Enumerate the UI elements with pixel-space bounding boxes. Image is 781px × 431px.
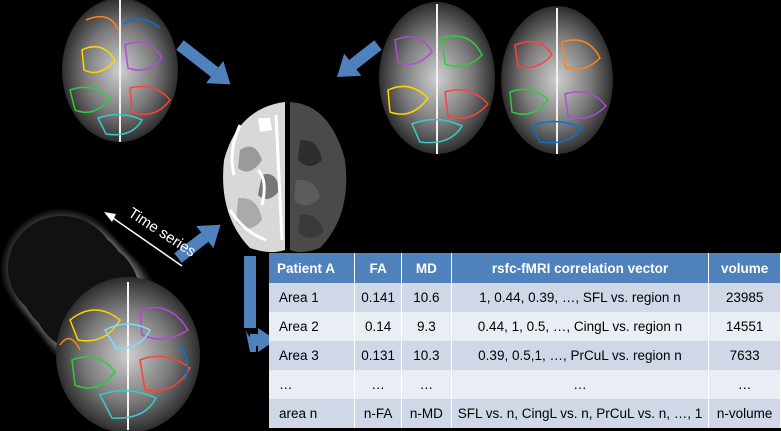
cell-md: … bbox=[401, 370, 452, 399]
cell-volume: 23985 bbox=[708, 283, 781, 312]
cell-correlation: … bbox=[451, 370, 710, 399]
cell-fa: … bbox=[354, 370, 403, 399]
header-md: MD bbox=[401, 253, 452, 283]
table-header-row: Patient A FA MD rsfc-fMRI correlation ve… bbox=[269, 253, 781, 283]
cell-volume: n-volume bbox=[708, 399, 781, 428]
table-row: Area 3 0.131 10.3 0.39, 0.5,1, …, PrCuL … bbox=[269, 341, 781, 370]
cell-fa: 0.141 bbox=[354, 283, 403, 312]
cell-fa: 0.131 bbox=[354, 341, 403, 370]
cell-fa: n-FA bbox=[354, 399, 403, 428]
cell-volume: 14551 bbox=[708, 312, 781, 341]
table-row: … … … … … bbox=[269, 370, 781, 399]
arrow-elbow-to-table bbox=[244, 256, 276, 352]
cell-area: Area 2 bbox=[269, 312, 356, 341]
cell-area: Area 1 bbox=[269, 283, 356, 312]
parcellation-brain-top-right-1 bbox=[379, 2, 495, 154]
cell-area: … bbox=[269, 370, 356, 399]
fmri-brain-slice bbox=[56, 277, 200, 431]
cell-md: n-MD bbox=[401, 399, 452, 428]
cell-correlation: 1, 0.44, 0.39, …, SFL vs. region n bbox=[451, 283, 710, 312]
cell-volume: … bbox=[708, 370, 781, 399]
header-volume: volume bbox=[708, 253, 781, 283]
arrows bbox=[174, 40, 382, 352]
patient-feature-table: Patient A FA MD rsfc-fMRI correlation ve… bbox=[269, 253, 781, 428]
header-patient: Patient A bbox=[269, 253, 356, 283]
cell-area: area n bbox=[269, 399, 356, 428]
table-row: area n n-FA n-MD SFL vs. n, CingL vs. n,… bbox=[269, 399, 781, 428]
cell-correlation: 0.44, 1, 0.5, …, CingL vs. region n bbox=[451, 312, 710, 341]
cell-correlation: SFL vs. n, CingL vs. n, PrCuL vs. n, …, … bbox=[451, 399, 710, 428]
parcellation-brain-top-left bbox=[62, 0, 178, 142]
cell-md: 10.3 bbox=[401, 341, 452, 370]
cell-area: Area 3 bbox=[269, 341, 356, 370]
table-row: Area 2 0.14 9.3 0.44, 1, 0.5, …, CingL v… bbox=[269, 312, 781, 341]
arrow-top-right bbox=[337, 40, 382, 78]
cell-md: 9.3 bbox=[401, 312, 452, 341]
cell-fa: 0.14 bbox=[354, 312, 403, 341]
atlas-brain-center bbox=[223, 102, 347, 253]
cell-md: 10.6 bbox=[401, 283, 452, 312]
cell-correlation: 0.39, 0.5,1, …, PrCuL vs. region n bbox=[451, 341, 710, 370]
time-series-arrow bbox=[104, 212, 183, 267]
table-row: Area 1 0.141 10.6 1, 0.44, 0.39, …, SFL … bbox=[269, 283, 781, 312]
header-correlation-vector: rsfc-fMRI correlation vector bbox=[451, 253, 710, 283]
arrow-top-left bbox=[176, 40, 231, 85]
cell-volume: 7633 bbox=[708, 341, 781, 370]
header-fa: FA bbox=[354, 253, 403, 283]
parcellation-brain-top-right-2 bbox=[501, 6, 613, 154]
arrow-lower-left bbox=[174, 224, 221, 263]
